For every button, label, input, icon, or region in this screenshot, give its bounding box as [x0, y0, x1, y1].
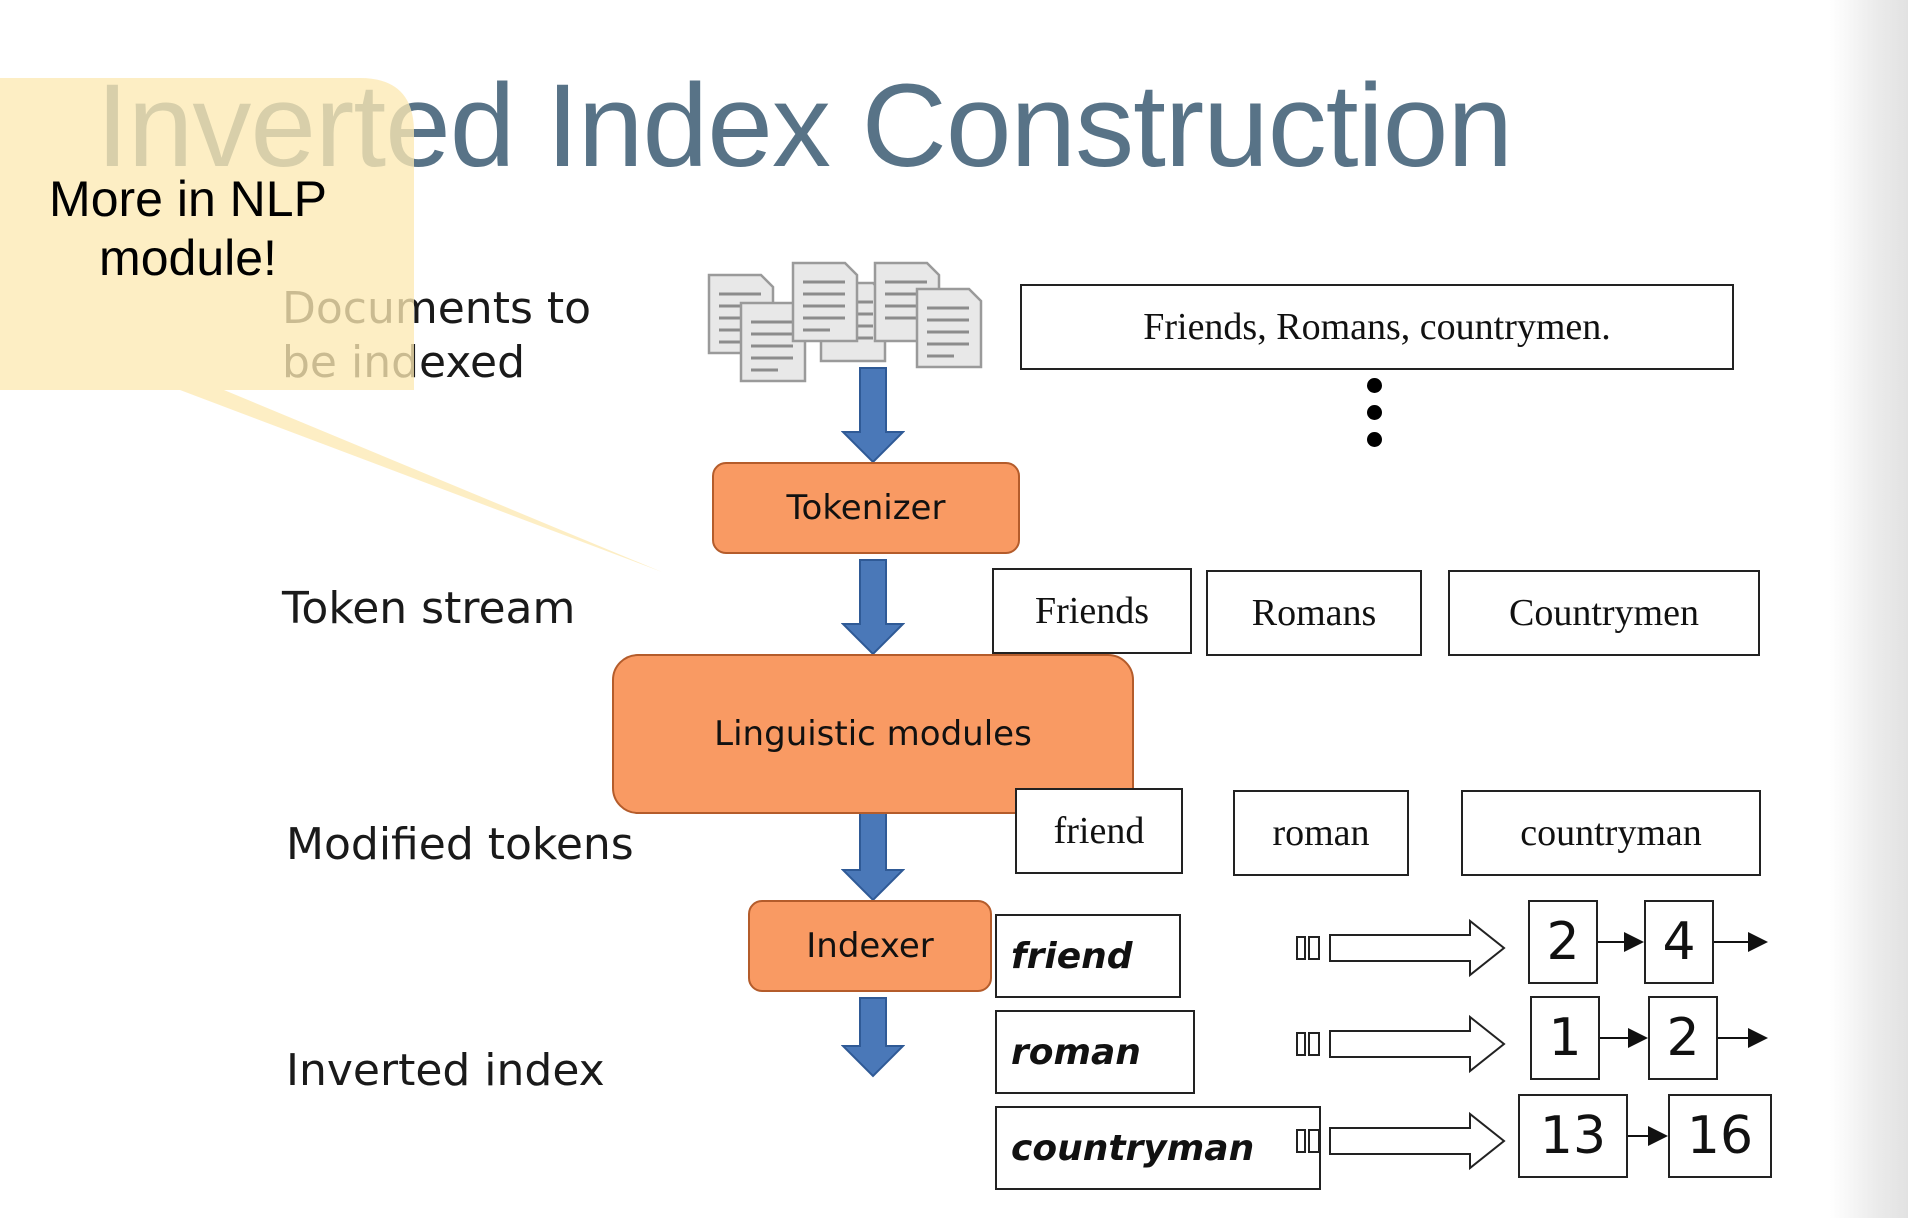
posting-box: 16 — [1668, 1094, 1772, 1178]
modified-token-box: roman — [1233, 790, 1409, 876]
document-icon — [739, 301, 807, 383]
document-sentence-box: Friends, Romans, countrymen. — [1020, 284, 1734, 370]
indexer-label: Indexer — [806, 926, 934, 966]
document-icon — [791, 261, 859, 343]
pointer-arrow-icon — [1296, 918, 1506, 978]
modified-token-box: countryman — [1461, 790, 1761, 876]
index-term-box: countryman — [995, 1106, 1321, 1190]
posting-link-arrows — [1598, 932, 1768, 1146]
tokenizer-box: Tokenizer — [712, 462, 1020, 554]
pointer-arrow-icon — [1296, 1111, 1506, 1171]
down-arrow-icon — [841, 997, 905, 1078]
callout-text: More in NLP module! — [49, 171, 327, 286]
linguistic-modules-label: Linguistic modules — [714, 714, 1032, 754]
down-arrow-icon — [841, 805, 905, 902]
modified-token-box: friend — [1015, 788, 1183, 874]
token-box: Countrymen — [1448, 570, 1760, 656]
stage-label-modified-tokens: Modified tokens — [286, 819, 634, 870]
posting-box: 4 — [1644, 900, 1714, 984]
token-box: Romans — [1206, 570, 1422, 656]
down-arrow-icon — [841, 367, 905, 464]
tokenizer-label: Tokenizer — [786, 488, 946, 528]
index-term-box: roman — [995, 1010, 1195, 1094]
linguistic-modules-box: Linguistic modules — [612, 654, 1134, 814]
indexer-box: Indexer — [748, 900, 992, 992]
stage-label-token-stream: Token stream — [282, 583, 576, 634]
down-arrow-icon — [841, 559, 905, 656]
pointer-arrow-icon — [1296, 1014, 1506, 1074]
posting-box: 2 — [1528, 900, 1598, 984]
index-term-box: friend — [995, 914, 1181, 998]
token-box: Friends — [992, 568, 1192, 654]
posting-box: 13 — [1518, 1094, 1628, 1178]
callout-bubble — [0, 78, 662, 572]
slide-edge-shadow — [1830, 0, 1908, 1218]
stage-label-inverted-index: Inverted index — [286, 1045, 605, 1096]
posting-box: 1 — [1530, 996, 1600, 1080]
ellipsis-dots — [1362, 378, 1386, 458]
posting-box: 2 — [1648, 996, 1718, 1080]
document-icon — [915, 287, 983, 369]
